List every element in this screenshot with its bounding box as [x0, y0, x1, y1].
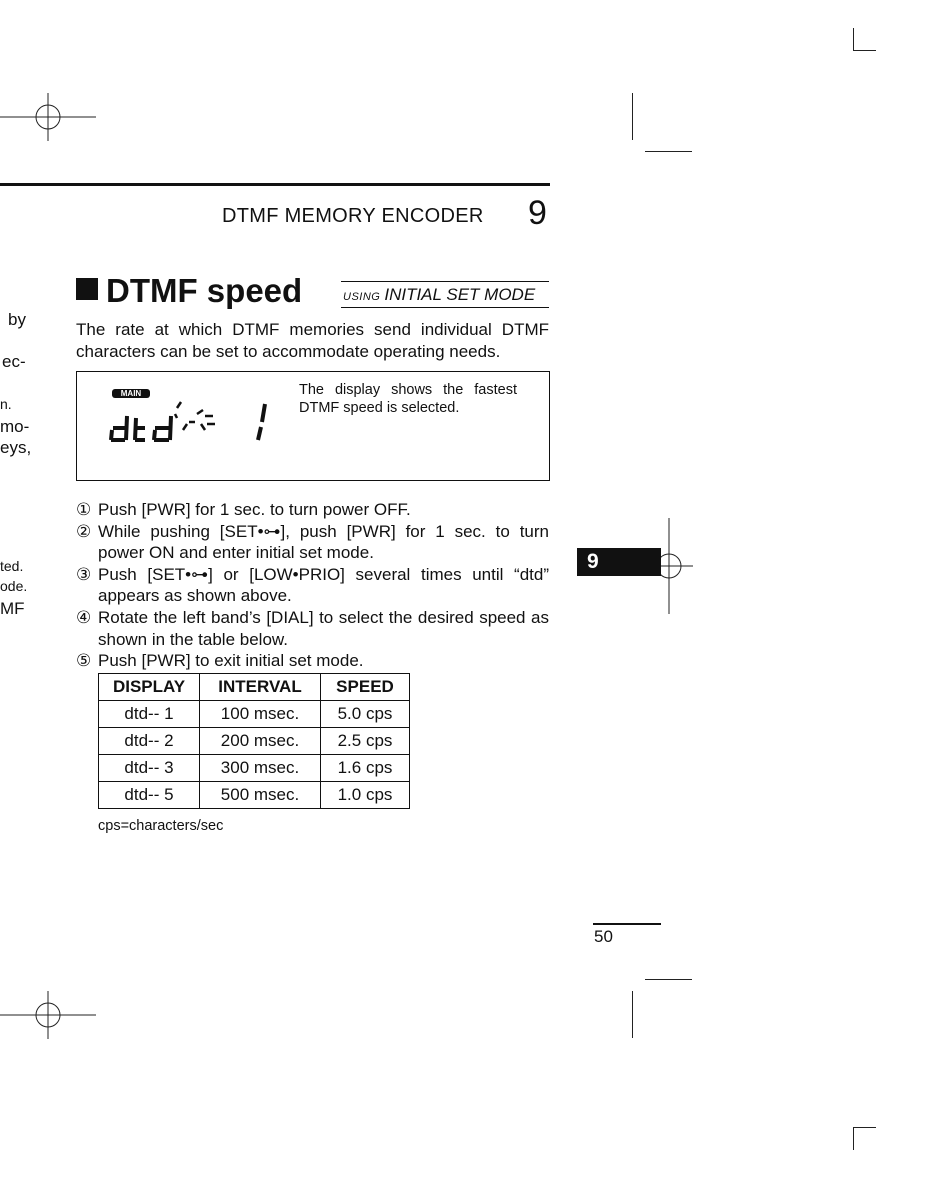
- table-cell: dtd-- 1: [98, 700, 200, 728]
- table-cell: 300 msec.: [199, 754, 321, 782]
- using-mode: INITIAL SET MODE: [384, 285, 536, 304]
- crop-mark: [853, 28, 854, 51]
- step-number: ⑤: [76, 651, 92, 671]
- step-number: ①: [76, 500, 92, 519]
- table-cell: dtd-- 2: [98, 727, 200, 755]
- section-title-text: DTMF speed: [106, 272, 303, 309]
- column-header: DISPLAY: [98, 673, 200, 701]
- table-row: dtd-- 5 500 msec. 1.0 cps: [98, 781, 410, 809]
- step-number: ④: [76, 607, 92, 627]
- section-title: DTMF speed: [76, 272, 302, 310]
- page-number-rule: [593, 923, 661, 925]
- table-cell: 1.6 cps: [320, 754, 410, 782]
- step-item: ③ Push [SET•⊶] or [LOW•PRIO] several time…: [76, 564, 549, 607]
- display-caption: The display shows the fastest DTMF speed…: [299, 382, 517, 416]
- main-badge: MAIN: [112, 389, 150, 398]
- table-row: dtd-- 3 300 msec. 1.6 cps: [98, 754, 410, 782]
- table-cell: 1.0 cps: [320, 781, 410, 809]
- step-item: ④ Rotate the left band’s [DIAL] to select…: [76, 607, 549, 650]
- table-cell: 2.5 cps: [320, 727, 410, 755]
- registration-mark-icon: [0, 991, 96, 1039]
- step-text: Push [PWR] to exit initial set mode.: [98, 651, 364, 671]
- table-cell: 500 msec.: [199, 781, 321, 809]
- margin-fragment: mo-: [0, 417, 30, 436]
- margin-fragment: MF: [0, 599, 25, 618]
- step-item: ⑤ Push [PWR] to exit initial set mode.: [76, 650, 549, 672]
- crop-mark: [632, 93, 633, 140]
- chapter-title: DTMF MEMORY ENCODER: [222, 205, 484, 227]
- table-footnote: cps=characters/sec: [98, 818, 224, 834]
- chapter-tab-number: 9: [587, 550, 599, 573]
- table-header-row: DISPLAY INTERVAL SPEED: [98, 673, 410, 701]
- step-number: ③: [76, 564, 92, 584]
- instruction-steps: ① Push [PWR] for 1 sec. to turn power OFF…: [76, 499, 549, 672]
- crop-mark: [853, 1127, 876, 1128]
- registration-mark-icon: [0, 93, 96, 141]
- crop-mark: [853, 1127, 854, 1150]
- crop-mark: [645, 979, 692, 980]
- step-item: ① Push [PWR] for 1 sec. to turn power OFF…: [76, 499, 549, 521]
- lcd-display: [109, 401, 267, 442]
- table-cell: dtd-- 3: [98, 754, 200, 782]
- margin-fragment: by: [8, 310, 26, 329]
- margin-fragment: eys,: [0, 438, 32, 457]
- table-cell: 5.0 cps: [320, 700, 410, 728]
- chapter-number: 9: [528, 194, 547, 232]
- table-row: dtd-- 2 200 msec. 2.5 cps: [98, 727, 410, 755]
- column-header: INTERVAL: [199, 673, 321, 701]
- margin-fragment: ted.: [0, 558, 24, 574]
- intro-paragraph: The rate at which DTMF memories send ind…: [76, 320, 549, 361]
- crop-mark: [853, 50, 876, 51]
- step-text: Push [SET•⊶] or [LOW•PRIO] several times…: [98, 564, 549, 606]
- step-text: Push [PWR] for 1 sec. to turn power OFF.: [98, 500, 411, 519]
- page-number: 50: [594, 927, 613, 946]
- margin-fragment: ec-: [2, 352, 26, 371]
- display-example-box: [76, 371, 550, 481]
- step-text: While pushing [SET•⊶], push [PWR] for 1 …: [98, 521, 549, 563]
- column-header: SPEED: [320, 673, 410, 701]
- table-row: dtd-- 1 100 msec. 5.0 cps: [98, 700, 410, 728]
- step-item: ② While pushing [SET•⊶], push [PWR] for 1…: [76, 521, 549, 564]
- chapter-tab: 9: [577, 548, 661, 576]
- header-rule: [0, 183, 550, 186]
- step-number: ②: [76, 521, 92, 541]
- table-cell: dtd-- 5: [98, 781, 200, 809]
- square-bullet-icon: [76, 278, 98, 300]
- crop-mark: [632, 991, 633, 1038]
- table-cell: 200 msec.: [199, 727, 321, 755]
- using-prefix: USING: [343, 291, 381, 303]
- crop-mark: [645, 151, 692, 152]
- table-cell: 100 msec.: [199, 700, 321, 728]
- speed-table: DISPLAY INTERVAL SPEED dtd-- 1 100 msec.…: [98, 673, 410, 809]
- margin-fragment: ode.: [0, 578, 28, 594]
- step-text: Rotate the left band’s [DIAL] to select …: [98, 607, 549, 649]
- margin-fragment: n.: [0, 396, 12, 412]
